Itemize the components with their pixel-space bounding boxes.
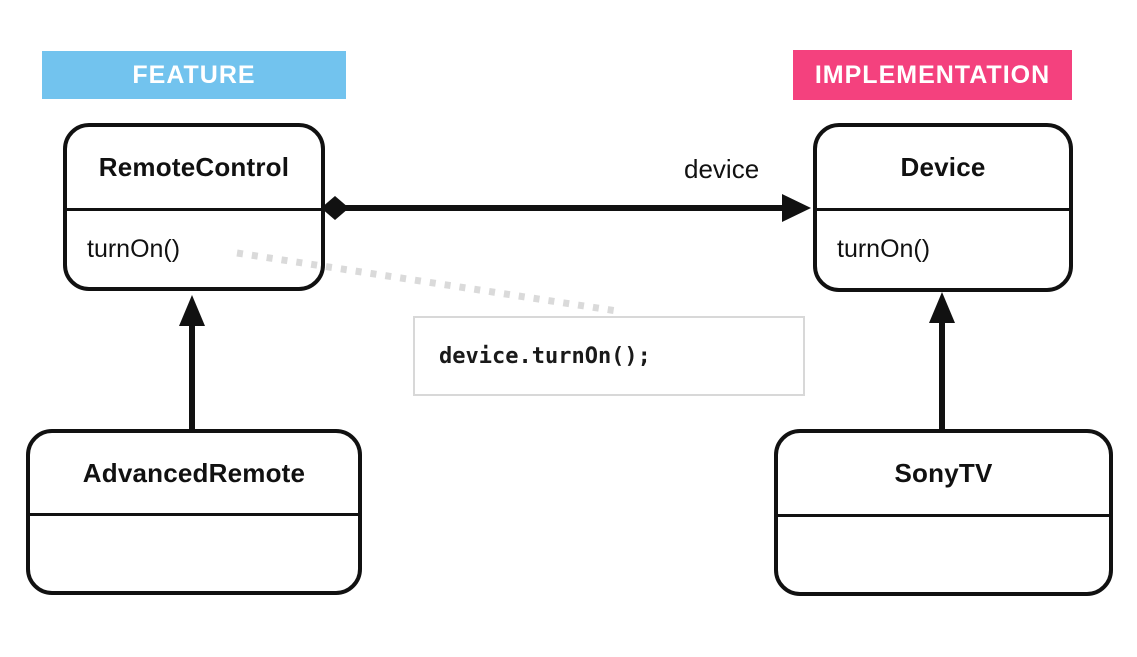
class-method-device-turnon: turnOn() [837,235,931,263]
class-box-advanced-remote: AdvancedRemote [26,429,362,595]
feature-banner: FEATURE [42,51,346,99]
class-box-sony-tv: SonyTV [774,429,1113,596]
implementation-banner: IMPLEMENTATION [793,50,1072,100]
feature-banner-label: FEATURE [132,60,256,89]
class-method-sony-tv-empty [778,517,1109,592]
code-snippet-text: device.turnOn(); [439,343,651,369]
class-method-advanced-remote-empty [30,516,358,591]
class-title-sony-tv: SonyTV [778,433,1109,517]
composition-diamond-icon [321,196,349,220]
class-method-remote-control-turnon: turnOn() [87,234,181,263]
implementation-banner-label: IMPLEMENTATION [814,60,1051,89]
class-box-device: Device turnOn() [813,123,1073,292]
composition-arrowhead-icon [782,194,811,222]
code-snippet-box: device.turnOn(); [413,316,805,396]
class-title-device: Device [817,127,1069,211]
association-label-device: device [684,154,760,184]
class-title-advanced-remote: AdvancedRemote [30,433,358,516]
class-title-remote-control: RemoteControl [67,127,321,211]
class-box-remote-control: RemoteControl turnOn() [63,123,325,291]
inheritance-arrowhead-right-icon [929,292,955,323]
inheritance-arrowhead-left-icon [179,295,205,326]
